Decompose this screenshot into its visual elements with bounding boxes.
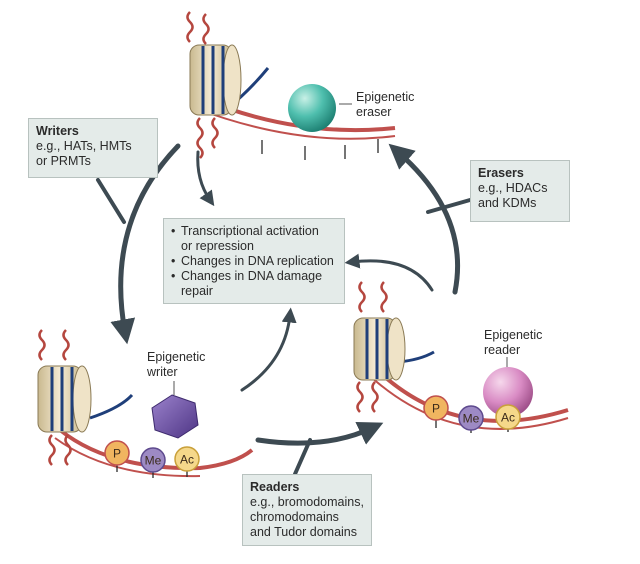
arrow-left-to-right <box>255 421 384 446</box>
writer-label-line-1: Epigenetic <box>147 350 206 364</box>
outcome-item-transcription: Transcriptional activation or repression <box>171 224 337 254</box>
reader-label-line-2: reader <box>484 343 521 357</box>
dna-ticks-top <box>261 139 379 160</box>
phospho-mark-right: P <box>423 395 449 421</box>
arrow-right-to-outcomes <box>344 253 434 292</box>
nucleosome-right <box>353 317 406 381</box>
writers-connector <box>96 178 126 224</box>
reader-label-line-1: Epigenetic <box>484 328 543 342</box>
outcome-item-replication: Changes in DNA replication <box>171 254 337 269</box>
right-chromatin: P Me Ac <box>353 281 569 433</box>
reader-label: Epigenetic reader <box>484 328 542 358</box>
phospho-mark-left: P <box>104 440 130 466</box>
epigenetic-eraser-enzyme <box>288 84 336 132</box>
arrow-top-to-outcomes <box>196 150 215 207</box>
arrow-right-to-top <box>388 143 461 295</box>
readers-line-2: chromodomains <box>250 510 339 524</box>
acetyl-mark-right: Ac <box>495 404 521 430</box>
outcomes-box: Transcriptional activation or repression… <box>163 218 345 304</box>
svg-text:Me: Me <box>145 454 162 468</box>
methyl-mark-left: Me <box>140 447 166 473</box>
erasers-box: Erasers e.g., HDACs and KDMs <box>470 160 570 222</box>
dna-strand-top-inner <box>194 107 396 140</box>
left-chromatin: P Me Ac <box>37 329 254 478</box>
outcome-arrows <box>196 150 434 392</box>
svg-text:Ac: Ac <box>501 411 515 425</box>
histone-tails-top <box>186 11 219 159</box>
box-connectors <box>96 178 472 476</box>
outcomes-list: Transcriptional activation or repression… <box>171 224 337 299</box>
readers-line-3: and Tudor domains <box>250 525 358 539</box>
epigenetic-reader-protein <box>483 367 533 417</box>
writers-line-1: e.g., HATs, HMTs <box>36 139 132 153</box>
svg-text:Me: Me <box>463 412 480 426</box>
dna-wrap-exit-left <box>89 393 134 420</box>
writers-title: Writers <box>36 124 79 138</box>
writer-label: Epigenetic writer <box>147 350 205 380</box>
mark-stalks-left <box>116 465 188 478</box>
epigenetic-writer-enzyme <box>151 394 199 439</box>
writers-line-2: or PRMTs <box>36 154 91 168</box>
writer-label-line-2: writer <box>147 365 178 379</box>
cycle-arrows <box>110 143 461 446</box>
erasers-line-2: and KDMs <box>478 196 537 210</box>
writers-box: Writers e.g., HATs, HMTs or PRMTs <box>28 118 158 178</box>
arrow-top-to-left <box>110 143 181 345</box>
erasers-connector <box>426 198 472 214</box>
eraser-label-line-2: eraser <box>356 105 392 119</box>
nucleosome-left <box>37 365 92 433</box>
histone-tails-right <box>356 281 388 413</box>
svg-text:P: P <box>432 402 440 416</box>
eraser-label: Epigenetic eraser <box>356 90 414 120</box>
readers-connector <box>293 438 312 476</box>
nucleosome-top <box>189 44 242 116</box>
svg-text:P: P <box>113 447 121 461</box>
arrow-left-to-outcomes <box>240 307 297 392</box>
top-chromatin <box>186 11 396 160</box>
svg-text:Ac: Ac <box>180 453 194 467</box>
erasers-line-1: e.g., HDACs <box>478 181 548 195</box>
methyl-mark-right: Me <box>458 405 484 431</box>
readers-title: Readers <box>250 480 300 494</box>
histone-tails-left <box>38 329 72 466</box>
eraser-label-line-1: Epigenetic <box>356 90 415 104</box>
readers-line-1: e.g., bromodomains, <box>250 495 364 509</box>
acetyl-mark-left: Ac <box>174 446 200 472</box>
erasers-title: Erasers <box>478 166 524 180</box>
readers-box: Readers e.g., bromodomains, chromodomain… <box>242 474 372 546</box>
outcome-item-damage-repair: Changes in DNA damage repair <box>171 269 337 299</box>
